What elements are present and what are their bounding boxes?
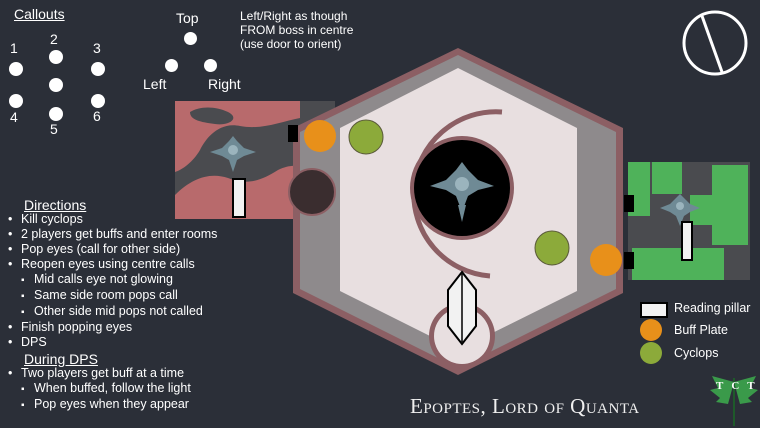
orientation-top-dot <box>184 32 197 45</box>
directions-list: Kill cyclops 2 players get buffs and ent… <box>8 212 217 350</box>
directions-heading: Directions <box>24 197 87 213</box>
list-item: Other side mid pops not called <box>8 304 217 320</box>
legend-buff-plate-label: Buff Plate <box>674 323 728 337</box>
list-item: Mid calls eye not glowing <box>8 272 217 288</box>
callout-dot-4 <box>9 94 23 108</box>
callout-dot-3 <box>91 62 105 76</box>
list-item: 2 players get buffs and enter rooms <box>8 227 217 242</box>
orientation-note-line: Left/Right as though <box>240 9 348 23</box>
callout-dot-5 <box>49 107 63 121</box>
callout-label-2: 2 <box>50 31 58 47</box>
legend-cyclops-swatch <box>640 342 662 364</box>
legend-cyclops-label: Cyclops <box>674 346 719 360</box>
list-item: Reopen eyes using centre calls <box>8 257 217 272</box>
during-dps-list: Two players get buff at a time When buff… <box>8 366 191 413</box>
tct-logo-text: TCT <box>716 380 760 392</box>
orientation-note-line: FROM boss in centre <box>240 23 354 37</box>
legend-reading-pillar-label: Reading pillar <box>674 301 751 315</box>
orientation-note: Left/Right as though FROM boss in centre… <box>240 9 353 51</box>
callout-label-6: 6 <box>93 108 101 124</box>
callout-label-3: 3 <box>93 40 101 56</box>
boss-icon <box>210 136 256 172</box>
orientation-top-label: Top <box>176 10 199 26</box>
list-item: Pop eyes when they appear <box>8 397 191 413</box>
during-dps-heading: During DPS <box>24 351 98 367</box>
callout-label-5: 5 <box>50 121 58 137</box>
list-item: Same side room pops call <box>8 288 217 304</box>
buff-plate-left <box>304 120 336 152</box>
boss-icon <box>430 162 494 222</box>
orientation-left-dot <box>165 59 178 72</box>
reading-pillar-left <box>232 178 246 218</box>
page-title: Epoptes, Lord of Quanta <box>410 394 640 418</box>
orientation-note-line: (use door to orient) <box>240 37 342 51</box>
reading-pillar-right <box>681 221 693 261</box>
legend-buff-plate-swatch <box>640 319 662 341</box>
callout-dot-centre <box>49 78 63 92</box>
list-item: DPS <box>8 335 217 350</box>
cyclops-left <box>348 119 384 155</box>
right-door-lower <box>624 252 634 269</box>
list-item: Two players get buff at a time <box>8 366 191 381</box>
tct-logo-icon <box>710 376 758 426</box>
legend-reading-pillar-swatch <box>640 302 668 318</box>
list-item: Pop eyes (call for other side) <box>8 242 217 257</box>
callout-label-1: 1 <box>10 40 18 56</box>
callouts-heading: Callouts <box>14 6 65 22</box>
list-item: Finish popping eyes <box>8 320 217 335</box>
orientation-right-dot <box>204 59 217 72</box>
buff-plate-right <box>590 244 622 276</box>
callout-dot-6 <box>91 94 105 108</box>
callout-dot-2 <box>49 50 63 64</box>
orientation-right-label: Right <box>208 76 241 92</box>
boss-icon <box>660 194 700 226</box>
left-door <box>288 125 298 142</box>
callout-dot-1 <box>9 62 23 76</box>
list-item: Kill cyclops <box>8 212 217 227</box>
cyclops-right <box>534 230 570 266</box>
compass-icon <box>682 10 748 76</box>
left-room-eye <box>288 168 336 216</box>
orientation-left-label: Left <box>143 76 167 92</box>
callout-label-4: 4 <box>10 109 18 125</box>
list-item: When buffed, follow the light <box>8 381 191 397</box>
right-door-upper <box>624 195 634 212</box>
